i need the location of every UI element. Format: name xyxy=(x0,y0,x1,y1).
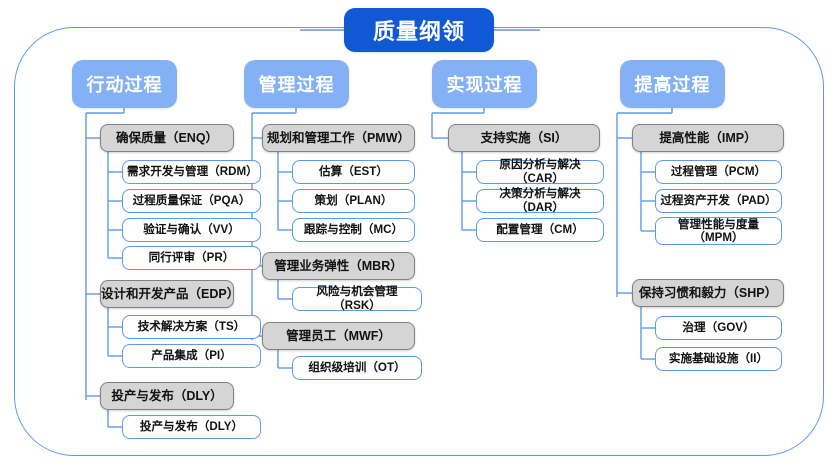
leaf-box-rsk[interactable]: 风险与机会管理（RSK） xyxy=(292,285,422,312)
leaf-box-mc[interactable]: 跟踪与控制（MC） xyxy=(292,218,415,242)
column-header-improvement[interactable]: 提高过程 xyxy=(620,60,725,108)
leaf-box-vv[interactable]: 验证与确认（VV） xyxy=(122,218,261,242)
leaf-box-plan[interactable]: 策划（PLAN） xyxy=(292,189,415,213)
group-box-dly[interactable]: 投产与发布（DLY） xyxy=(100,382,234,410)
leaf-box-cm[interactable]: 配置管理（CM） xyxy=(476,218,604,242)
group-box-edp[interactable]: 设计和开发产品（EDP） xyxy=(100,280,239,308)
leaf-box-pad[interactable]: 过程资产开发（PAD） xyxy=(655,189,782,213)
page-title: 质量纲领 xyxy=(344,8,494,52)
leaf-box-car[interactable]: 原因分析与解决（CAR） xyxy=(476,158,604,185)
leaf-box-dly-child[interactable]: 投产与发布（DLY） xyxy=(122,415,261,439)
column-header-implementation[interactable]: 实现过程 xyxy=(432,60,537,108)
group-box-shp[interactable]: 保持习惯和毅力（SHP） xyxy=(632,279,784,307)
column-header-management[interactable]: 管理过程 xyxy=(244,60,349,108)
leaf-box-dar[interactable]: 决策分析与解决（DAR） xyxy=(476,187,604,214)
group-box-si[interactable]: 支持实施（SI） xyxy=(448,124,600,152)
leaf-box-gov[interactable]: 治理（GOV） xyxy=(655,316,782,340)
leaf-box-pcm[interactable]: 过程管理（PCM） xyxy=(655,160,782,184)
group-box-mbr[interactable]: 管理业务弹性（MBR） xyxy=(262,252,415,280)
leaf-box-ts[interactable]: 技术解决方案（TS） xyxy=(122,315,261,339)
group-box-mwf[interactable]: 管理员工（MWF） xyxy=(262,322,415,350)
leaf-box-ii[interactable]: 实施基础设施（II） xyxy=(655,347,782,371)
leaf-box-rdm[interactable]: 需求开发与管理（RDM） xyxy=(122,160,261,184)
leaf-box-pqa[interactable]: 过程质量保证（PQA） xyxy=(122,189,261,213)
leaf-box-pi[interactable]: 产品集成（PI） xyxy=(122,344,261,368)
group-box-pmw[interactable]: 规划和管理工作（PMW） xyxy=(262,124,415,152)
column-header-action[interactable]: 行动过程 xyxy=(72,60,177,108)
leaf-box-pr[interactable]: 同行评审（PR） xyxy=(122,246,261,270)
leaf-box-ot[interactable]: 组织级培训（OT） xyxy=(292,356,422,380)
group-box-imp[interactable]: 提高性能（IMP） xyxy=(632,124,784,152)
leaf-box-mpm[interactable]: 管理性能与度量 （MPM） xyxy=(655,217,782,245)
leaf-box-est[interactable]: 估算（EST） xyxy=(292,160,415,184)
group-box-enq[interactable]: 确保质量（ENQ） xyxy=(100,124,234,152)
